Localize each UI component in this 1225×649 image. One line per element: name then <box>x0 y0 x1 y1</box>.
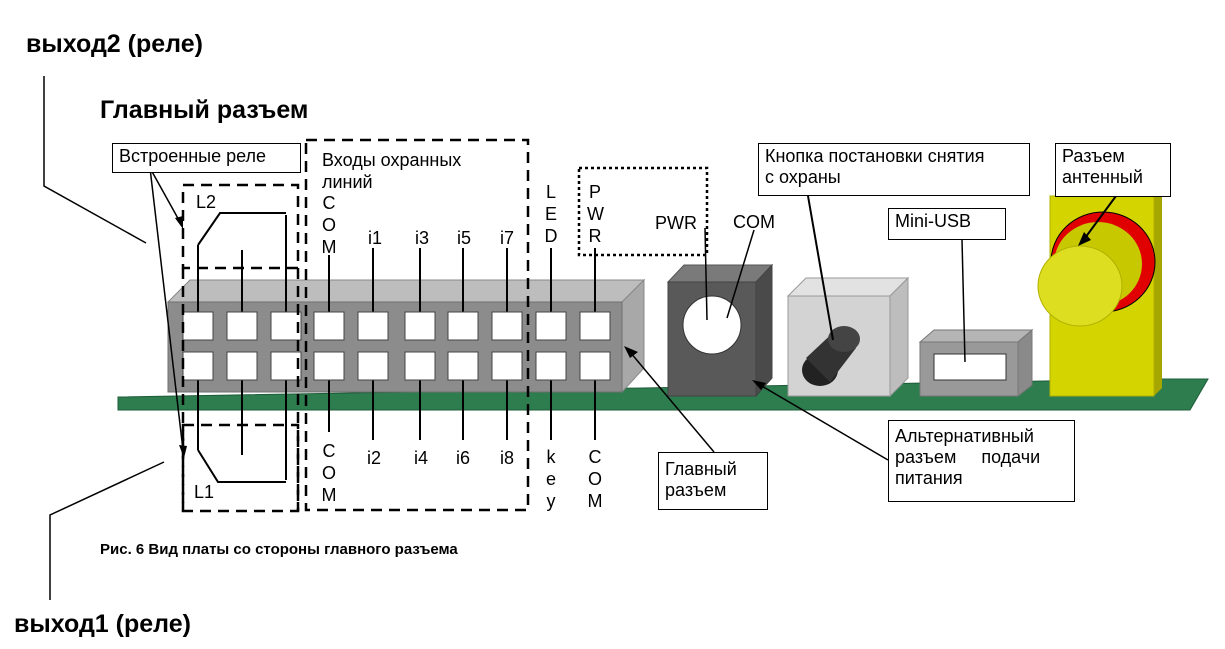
usb-top <box>918 329 1034 343</box>
pin-label-i5: i5 <box>457 228 472 248</box>
button-callout-line1: Кнопка постановки снятия <box>765 146 985 166</box>
button-cap <box>802 326 860 386</box>
relay-l1-dashed-box <box>181 423 300 513</box>
mini-usb-callout: Mini-USB <box>888 208 1006 240</box>
output2-label: выход2 (реле) <box>26 30 203 58</box>
alt-power-line1: Альтернативный <box>895 426 1034 446</box>
relay-l2-contacts <box>197 212 286 246</box>
pin-label-i7: i7 <box>500 228 515 248</box>
builtin-relays-callout: Встроенные реле <box>112 143 301 173</box>
alt-power-line3: питания <box>895 468 963 488</box>
relay-l2-label: L2 <box>196 192 217 212</box>
main-connector-callout-line2: разъем <box>665 480 727 500</box>
button-side <box>889 276 909 398</box>
inputs-label-line2: линий <box>322 172 373 192</box>
pin-label-com-bottom-right: COM <box>587 447 603 511</box>
pin-label-com-top: COM <box>321 193 337 257</box>
output1-label: выход1 (реле) <box>14 610 191 638</box>
figure-caption: Рис. 6 Вид платы со стороны главного раз… <box>100 541 458 558</box>
pin-label-i6: i6 <box>456 448 471 468</box>
mini-usb-text: Mini-USB <box>895 211 972 231</box>
main-connector-title: Главный разъем <box>100 96 309 124</box>
antenna-callout-line1: Разъем <box>1062 146 1125 166</box>
main-connector-top <box>166 279 646 303</box>
pwr-jack-hole <box>682 295 742 355</box>
pin-label-led: LED <box>544 182 558 246</box>
pin-lines-bottom <box>197 380 596 480</box>
button-top <box>786 277 910 297</box>
builtin-relays-text: Встроенные реле <box>119 146 267 166</box>
pin-lines-top <box>197 215 596 312</box>
usb-side <box>1017 328 1033 398</box>
antenna-callout: Разъем антенный <box>1055 143 1171 197</box>
antenna-cap <box>1037 245 1123 327</box>
inputs-dashed-box <box>304 138 530 512</box>
pin-label-pwr-vertical: PWR <box>587 182 604 246</box>
button-callout-line2: с охраны <box>765 167 841 187</box>
usb-port <box>933 353 1007 381</box>
pin-label-key: key <box>545 447 556 511</box>
alt-power-line2: разъем подачи <box>895 447 1041 467</box>
pin-label-i3: i3 <box>415 228 430 248</box>
main-connector-callout-line1: Главный <box>665 459 737 479</box>
relay-l1-label: L1 <box>194 482 215 502</box>
pin-label-i8: i8 <box>500 448 515 468</box>
relay-l1-contacts <box>197 449 286 483</box>
pwr-jack-pwr-label: PWR <box>655 213 697 233</box>
pin-row-bottom <box>182 351 611 381</box>
pwr-jack-top <box>666 264 774 283</box>
pwr-jack-com-label: COM <box>733 212 775 232</box>
inputs-label-line1: Входы охранных <box>322 150 462 170</box>
pwr-dotted-box <box>577 166 709 257</box>
pin-label-i1: i1 <box>368 228 383 248</box>
relay-l2-dashed-box <box>181 183 300 270</box>
pin-label-i2: i2 <box>367 448 382 468</box>
pin-row-top <box>182 311 611 341</box>
main-connector-callout: Главный разъем <box>658 452 768 510</box>
output2-leader <box>43 76 147 244</box>
output1-leader <box>49 461 165 600</box>
pwr-jack-side <box>755 263 773 398</box>
pin-label-i4: i4 <box>414 448 429 468</box>
alt-power-callout: Альтернативный разъем подачи питания <box>888 420 1075 502</box>
button-callout: Кнопка постановки снятия с охраны <box>758 143 1030 196</box>
antenna-callout-line2: антенный <box>1062 167 1143 187</box>
antenna-body-side <box>1154 188 1162 396</box>
pin-label-com-bottom: COM <box>321 441 337 505</box>
